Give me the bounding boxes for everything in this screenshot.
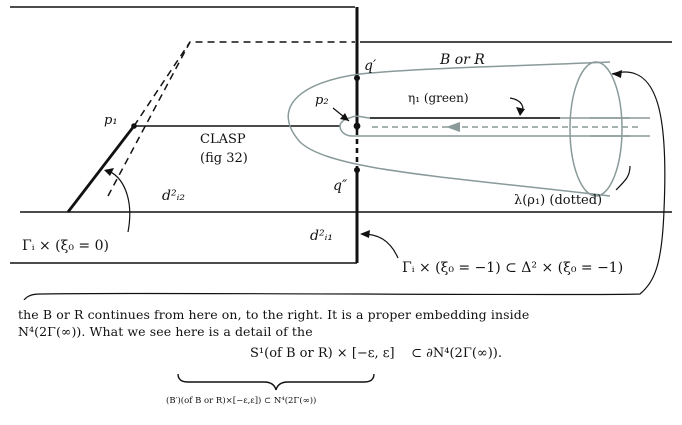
label-q-dprime: q″ [333,178,348,194]
label-gamma-xi0: Γᵢ × (ξ₀ = 0) [22,238,109,254]
point-p1 [131,123,137,129]
gamma0-pointer [105,169,131,233]
label-p1: p₁ [104,113,118,128]
formula: S¹(of B or R) × [−ε, ε] ⊂ ∂N⁴(2Γ(∞)). [250,346,502,361]
tube [287,61,650,197]
point-p2 [353,122,361,130]
label-fig-ref: (fig 32) [200,151,248,166]
back-plane-dashed-edge [107,41,355,197]
label-d-i1: d²ᵢ₁ [310,228,333,244]
label-lambda-dotted: λ(ρ₁) (dotted) [514,193,602,208]
gamma-dashed-continuation [133,41,191,127]
caption-line-1: the B or R continues from here on, to th… [18,307,530,322]
label-q-prime: q′ [364,58,377,74]
lambda-pointer [615,165,631,191]
formula-subset: ⊂ ∂N⁴(2Γ(∞)). [411,346,503,361]
continuation-loop [23,71,666,300]
label-b-or-r: B or R [439,52,485,68]
point-q-prime [354,75,360,81]
caption-line-2: N⁴(2Γ(∞)). What we see here is a detail … [18,324,313,339]
gamma-subset-pointer [361,233,399,259]
caption: the B or R continues from here on, to th… [18,306,668,340]
label-clasp: CLASP [200,132,246,147]
gamma-thick-edge [66,125,136,213]
formula-main: S¹(of B or R) × [−ε, ε] [250,346,395,361]
label-eta-green: η₁ (green) [408,91,469,105]
label-d-i2: d²ᵢ₂ [162,188,185,204]
label-gamma-subset: Γᵢ × (ξ₀ = −1) ⊂ Δ² × (ξ₀ = −1) [402,260,623,276]
diagram-canvas: q′ q″ p₁ p₂ B or R η₁ (green) CLASP (fig… [10,6,672,300]
underbrace-note: (B′)(of B or R)×[−ε,ε]) ⊂ N⁴(2Γ(∞)) [166,396,317,406]
underbrace [177,373,375,391]
point-q-dprime [354,167,360,173]
eta-arrowhead [446,122,460,132]
label-p2: p₂ [315,93,329,108]
